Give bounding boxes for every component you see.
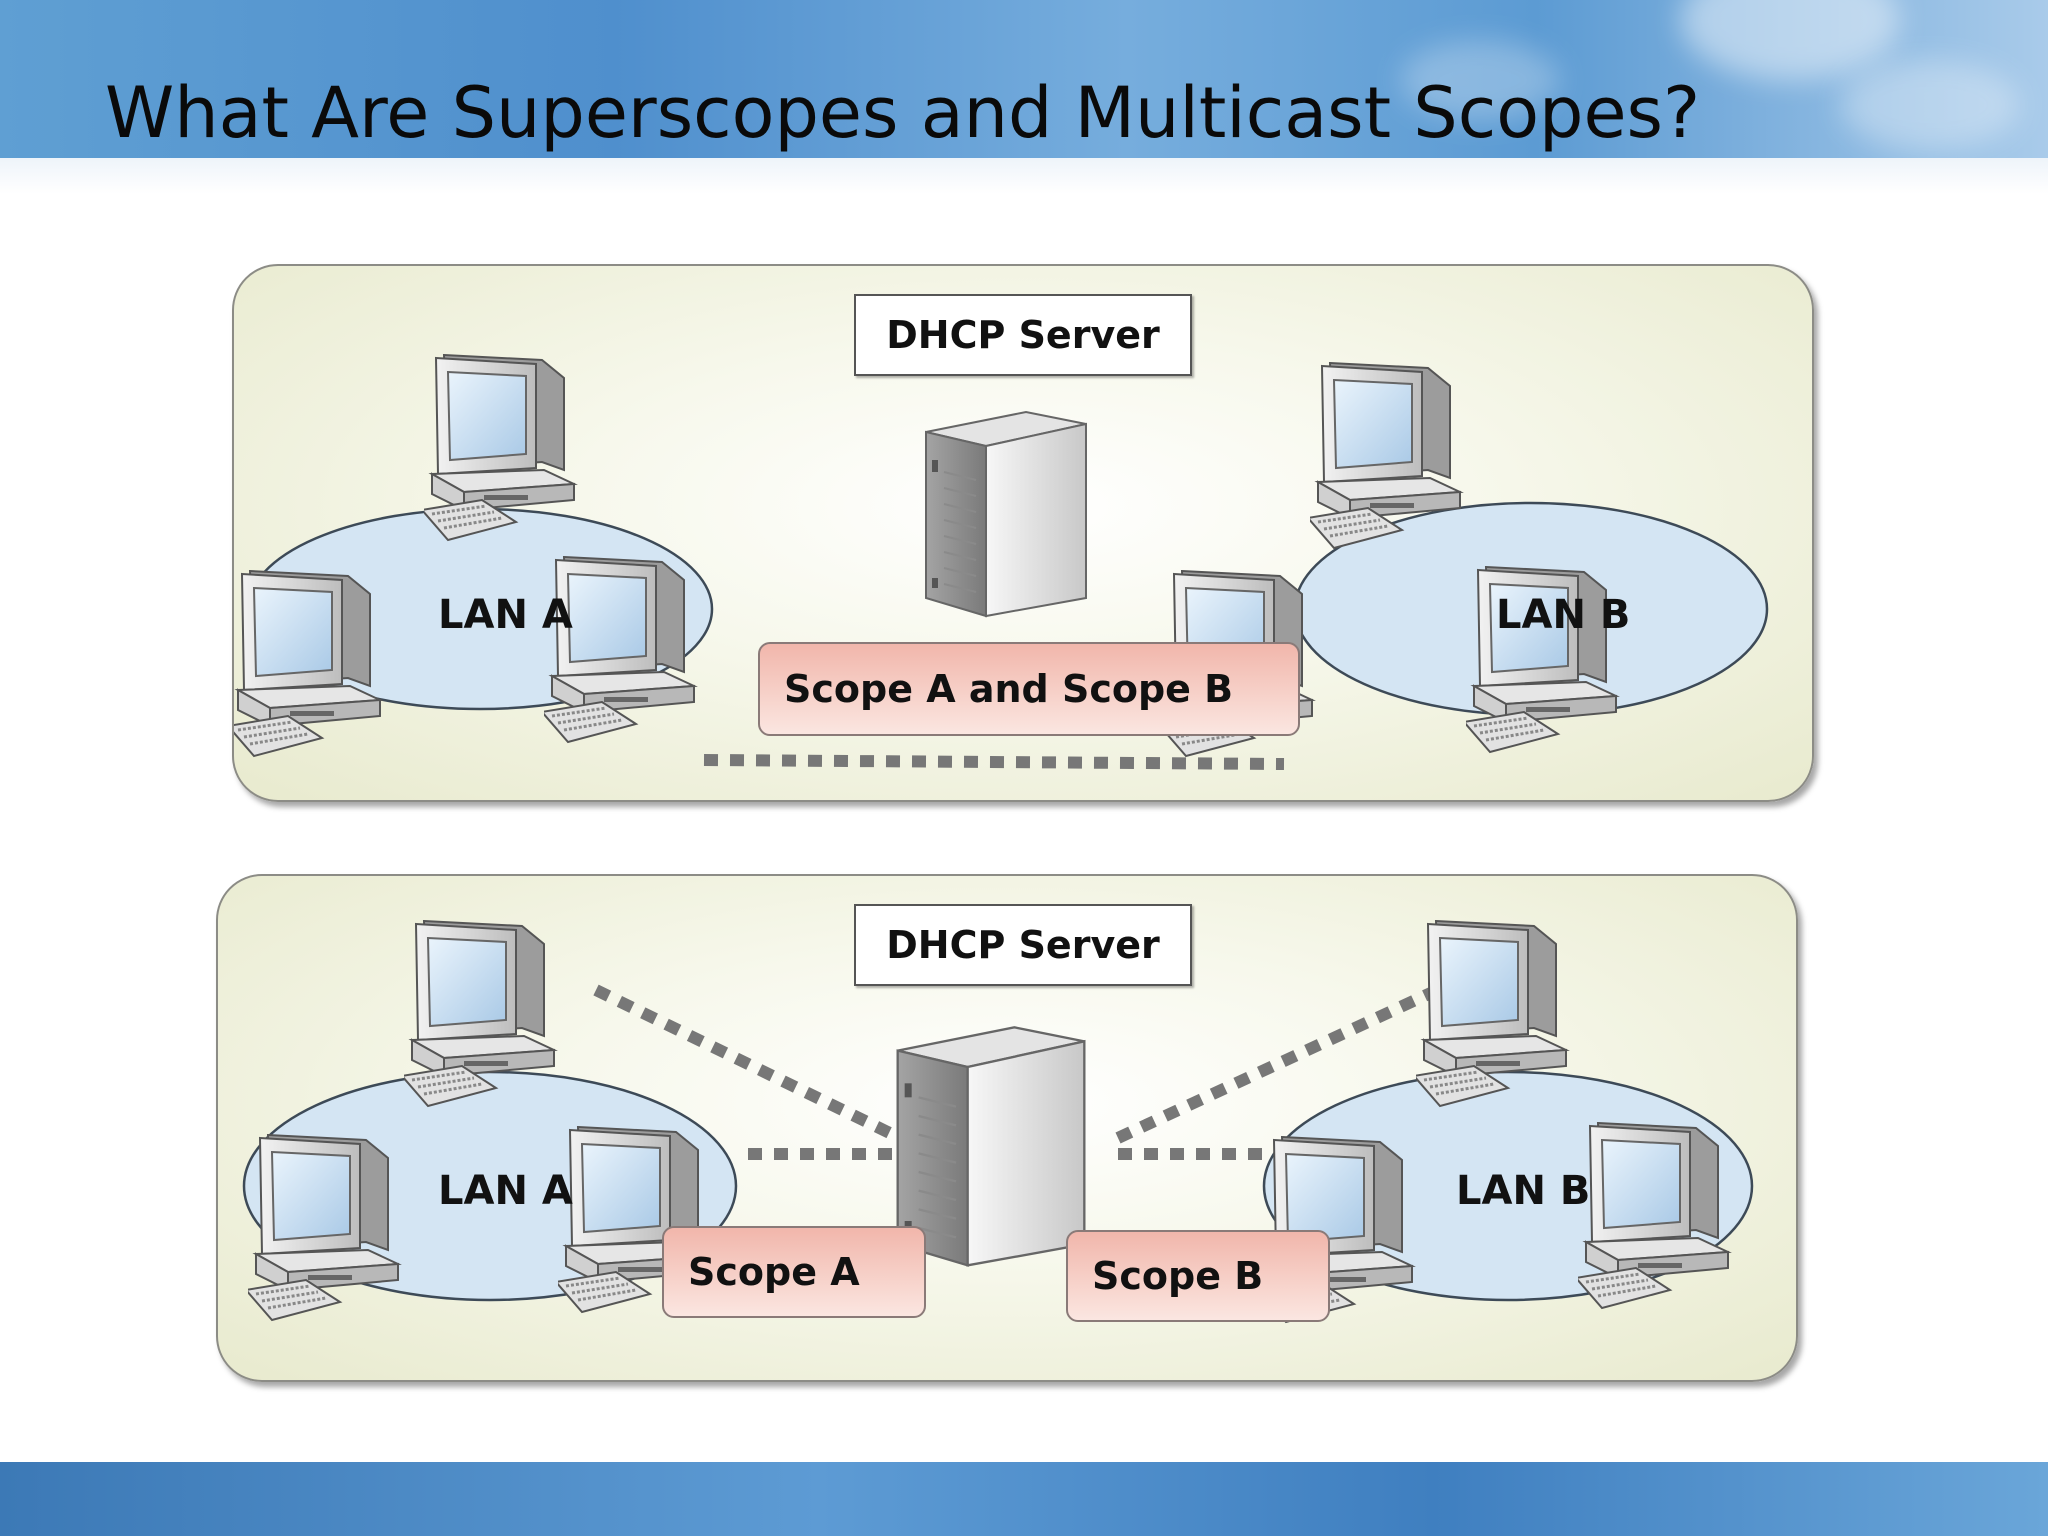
scope-b-label: Scope B	[1066, 1230, 1330, 1322]
slide-title: What Are Superscopes and Multicast Scope…	[105, 72, 1701, 154]
server-icon	[896, 1026, 1086, 1267]
multiple-scopes-diagram-graphics	[242, 919, 1754, 1324]
computer-icon	[234, 569, 382, 758]
dhcp-server-label: DHCP Server	[854, 904, 1192, 986]
computer-icon	[248, 1133, 400, 1322]
lan-b-label: LAN B	[1496, 592, 1631, 638]
link-lan-a-top-to-server	[593, 984, 903, 1144]
dhcp-server-label: DHCP Server	[854, 294, 1192, 376]
scope-a-and-b-label: Scope A and Scope B	[758, 642, 1300, 736]
link-server-to-lan-b-top	[1115, 978, 1453, 1144]
multiple-scopes-diagram-panel: DHCP Server LAN A LAN B Scope A Scope B	[216, 874, 1798, 1382]
superscope-diagram-graphics	[234, 353, 1769, 770]
header-band	[0, 0, 2048, 158]
footer-band	[0, 1462, 2048, 1536]
header-fade	[0, 158, 2048, 194]
computer-icon	[424, 353, 576, 542]
server-icon	[925, 411, 1087, 617]
computer-icon	[544, 555, 696, 744]
link-lan-a-to-lan-b	[703, 754, 1285, 770]
lan-b-label: LAN B	[1456, 1168, 1591, 1214]
computer-icon	[1578, 1121, 1730, 1310]
superscope-diagram-panel: DHCP Server LAN A LAN B Scope A and Scop…	[232, 264, 1814, 802]
lan-a-label: LAN A	[438, 1168, 573, 1214]
scope-a-label: Scope A	[662, 1226, 926, 1318]
lan-a-label: LAN A	[438, 592, 573, 638]
